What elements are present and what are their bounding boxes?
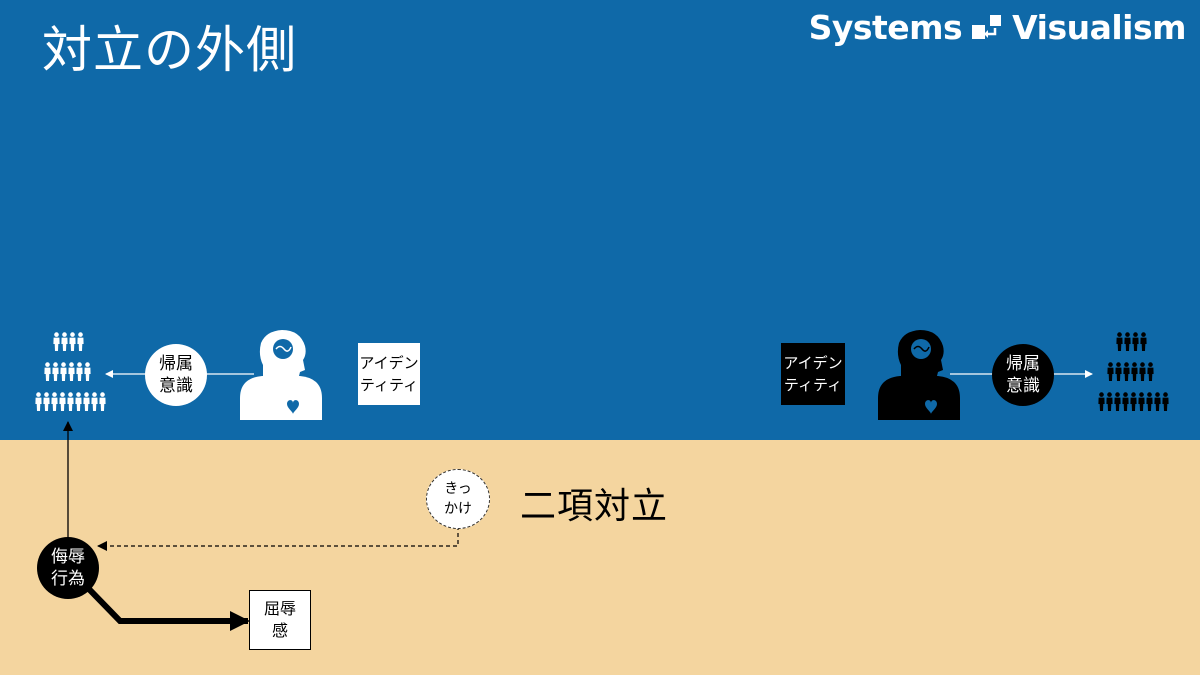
lower-panel — [0, 440, 1200, 675]
dashed-arrow-trigger — [97, 526, 459, 551]
belonging-circle: 帰属 意識 — [992, 344, 1054, 406]
binary-opposition-label: 二項対立 — [520, 486, 669, 527]
belonging-circle: 帰属 意識 — [145, 344, 207, 406]
person-brain-heart-icon — [240, 330, 322, 420]
brand-logo: Systems Visualism — [808, 8, 1187, 47]
identity-box: アイデン ティティ — [358, 343, 420, 405]
person-brain-heart-icon — [878, 330, 960, 420]
crowd-icon — [35, 332, 106, 411]
identity-box: アイデン ティティ — [781, 343, 845, 405]
systems-visualism-logo-icon — [972, 14, 1002, 39]
brand-word-visualism: Visualism — [1012, 8, 1186, 47]
crowd-icon — [1098, 332, 1169, 411]
trigger-circle: きっ かけ — [426, 469, 490, 529]
insult-act-circle: 侮辱 行為 — [37, 537, 99, 599]
arrow-insult-to-humiliation — [83, 583, 250, 631]
page-title: 対立の外側 — [42, 21, 297, 79]
brand-word-systems: Systems — [808, 8, 963, 47]
humiliation-box: 屈辱 感 — [249, 590, 311, 650]
